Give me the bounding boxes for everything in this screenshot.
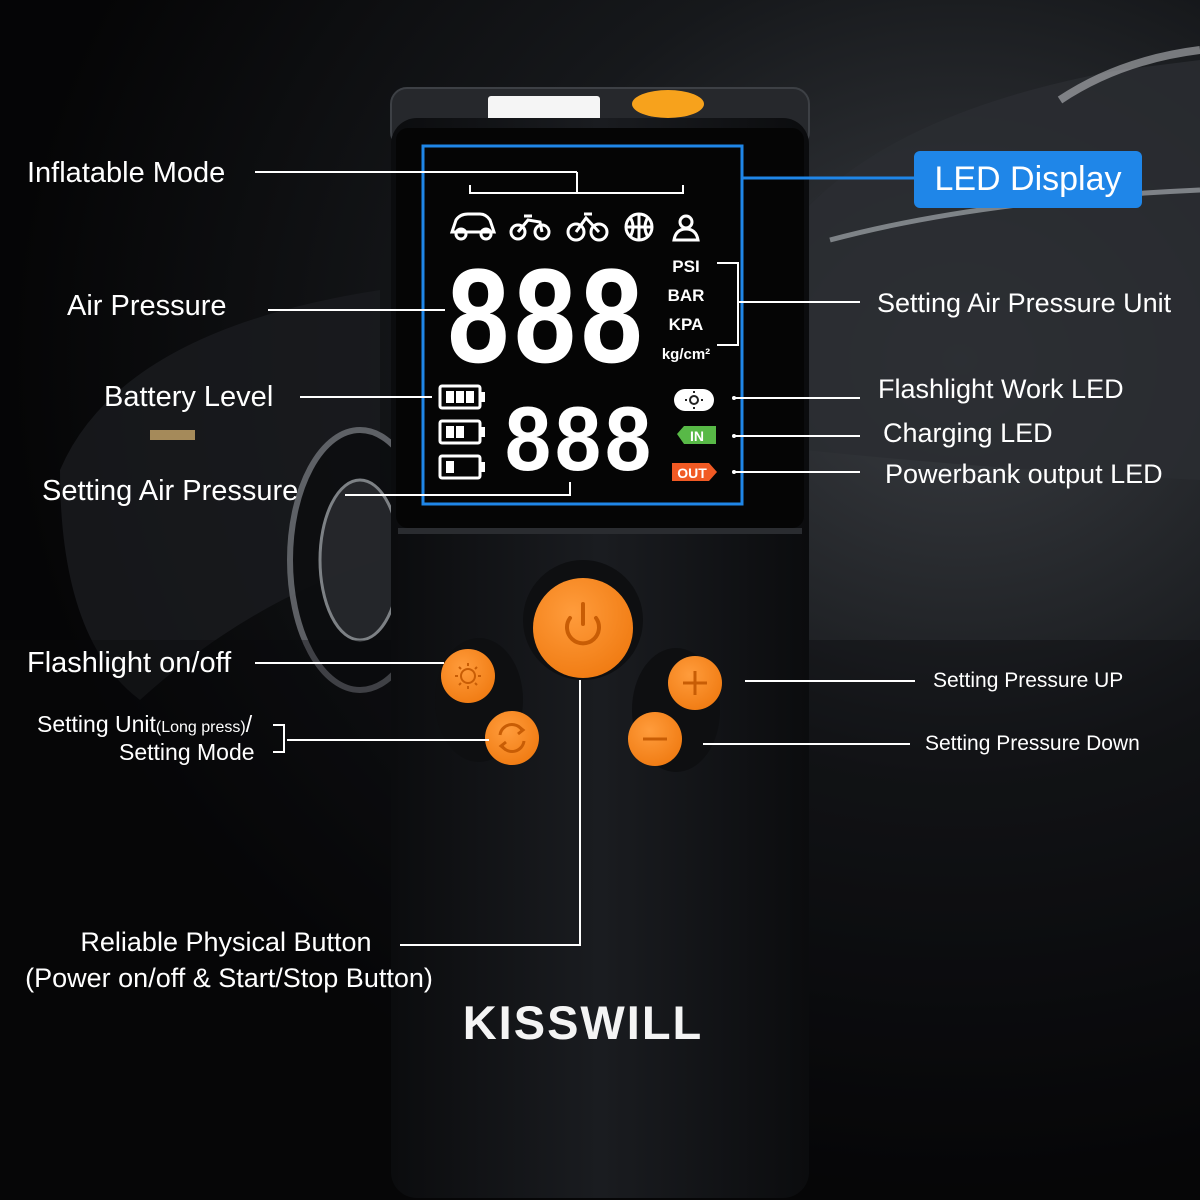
- cycle-icon: [498, 723, 526, 753]
- label-setting-unit-text: Setting Unit: [37, 711, 156, 737]
- label-slash: /: [245, 711, 253, 737]
- sun-icon: [685, 391, 703, 409]
- label-setting-unit: Setting Unit(Long press)/: [37, 713, 252, 736]
- ball-icon: [624, 212, 654, 242]
- label-inflatable-mode: Inflatable Mode: [27, 157, 226, 189]
- set-pressure-reading: 888: [503, 391, 653, 499]
- label-air-pressure: Air Pressure: [67, 290, 227, 322]
- label-reliable-button-line1: Reliable Physical Button: [80, 927, 372, 957]
- label-charging-led: Charging LED: [883, 418, 1053, 448]
- flashlight-led: [674, 389, 714, 411]
- flashlight-button[interactable]: [441, 649, 495, 703]
- car-icon: [449, 212, 497, 241]
- label-flashlight-onoff: Flashlight on/off: [27, 647, 232, 679]
- air-valve: [632, 90, 704, 118]
- main-pressure-reading: 888: [445, 246, 645, 405]
- led-display-frame: [421, 144, 744, 506]
- led-display-badge: LED Display: [914, 151, 1142, 208]
- label-battery-level: Battery Level: [104, 381, 274, 413]
- power-button[interactable]: [533, 578, 633, 678]
- mode-unit-button[interactable]: [485, 711, 539, 765]
- sun-icon: [455, 663, 481, 689]
- plus-icon: [683, 671, 707, 695]
- battery-level-3-icon: [438, 384, 485, 410]
- battery-level-1-icon: [438, 454, 485, 480]
- unit-psi: PSI: [672, 257, 699, 276]
- unit-kpa: KPA: [669, 315, 704, 334]
- charging-led: [677, 426, 716, 444]
- power-icon: [565, 616, 601, 646]
- unit-kgcm2: kg/cm²: [662, 346, 710, 363]
- motorcycle-icon: [509, 214, 551, 241]
- pressure-down-button[interactable]: [628, 712, 682, 766]
- label-setting-pressure-down: Setting Pressure Down: [925, 732, 1140, 755]
- flashlight-lens: [488, 96, 600, 122]
- output-led: [672, 463, 717, 481]
- pressure-up-button[interactable]: [668, 656, 722, 710]
- charging-led-label: IN: [690, 428, 704, 444]
- label-setting-air-pressure-unit: Setting Air Pressure Unit: [877, 288, 1172, 318]
- battery-level-2-icon: [438, 419, 485, 445]
- label-reliable-button-line2: (Power on/off & Start/Stop Button): [25, 963, 433, 993]
- label-setting-pressure-up: Setting Pressure UP: [933, 669, 1124, 692]
- bicycle-icon: [566, 212, 609, 242]
- label-flashlight-work-led: Flashlight Work LED: [878, 374, 1124, 404]
- brand-logo: KISSWILL: [462, 996, 704, 1049]
- output-led-label: OUT: [677, 465, 707, 481]
- unit-bar: BAR: [668, 286, 705, 305]
- label-long-press: (Long press): [155, 719, 246, 736]
- label-setting-mode: Setting Mode: [119, 739, 255, 765]
- label-powerbank-output-led: Powerbank output LED: [885, 459, 1163, 489]
- label-setting-air-pressure: Setting Air Pressure: [42, 475, 299, 507]
- person-icon: [672, 214, 700, 242]
